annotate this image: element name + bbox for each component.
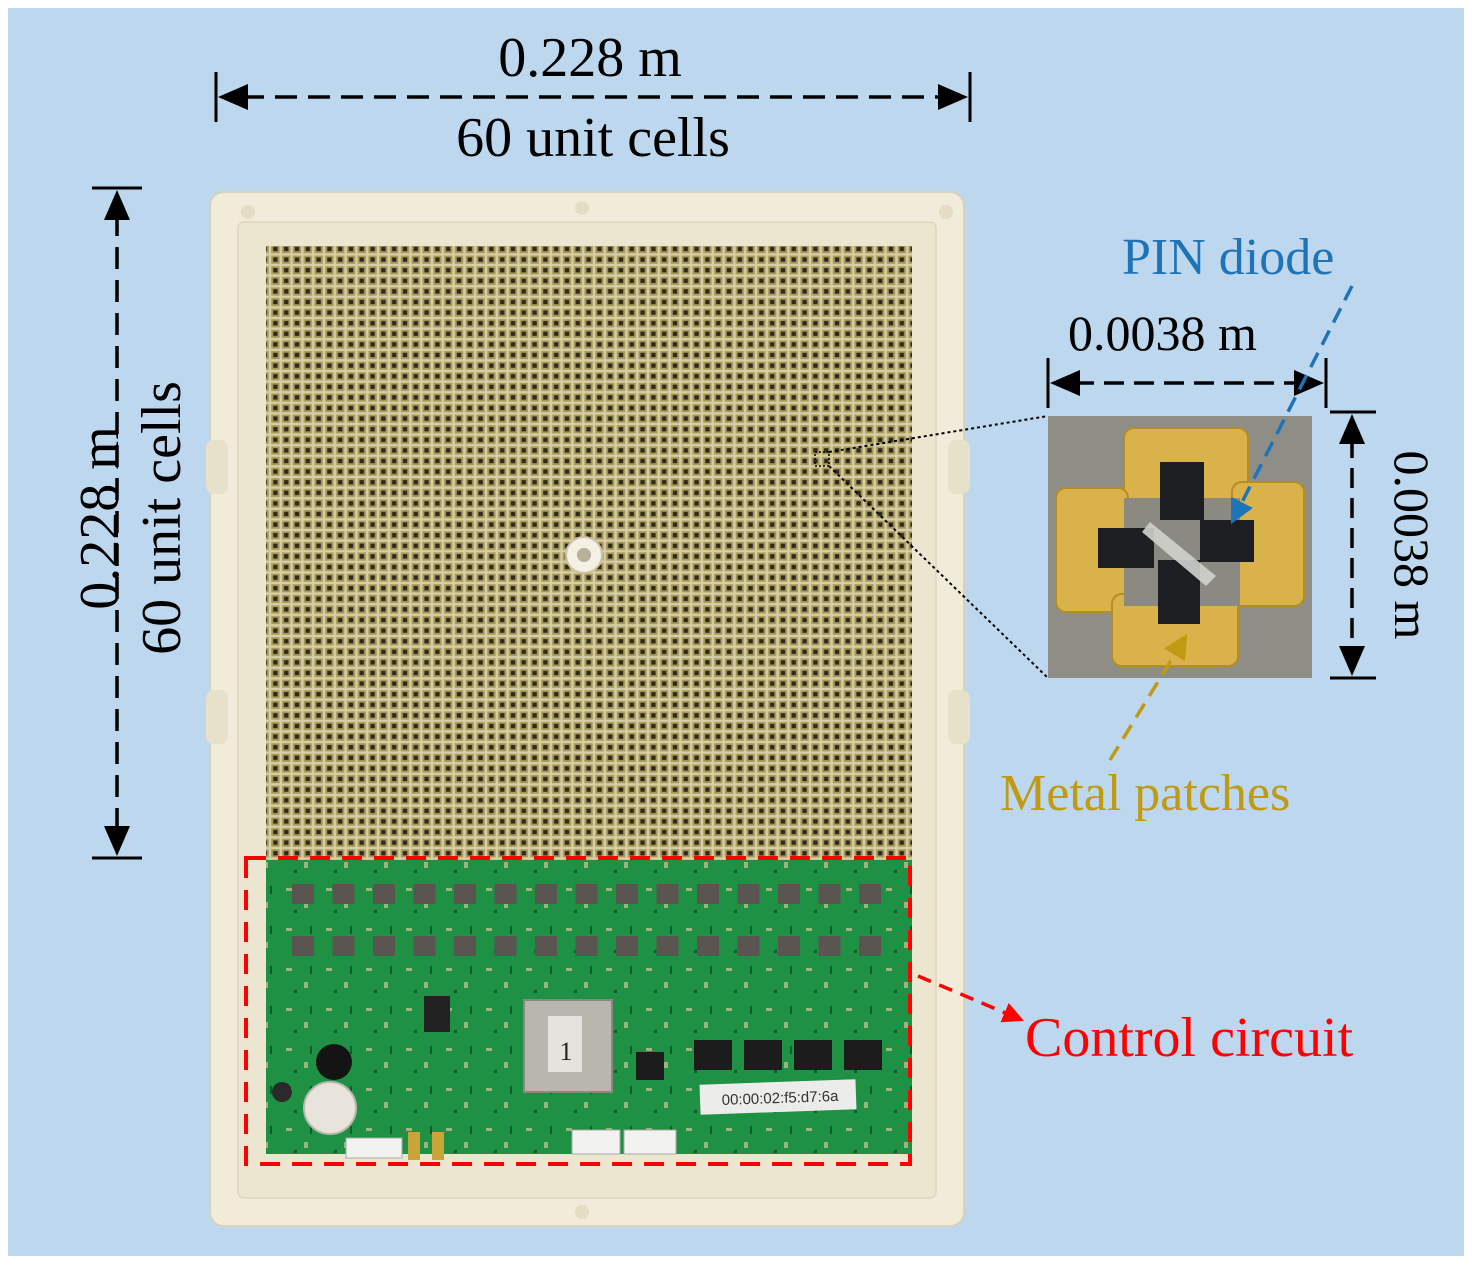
driver-ic-3 xyxy=(794,1040,832,1070)
inductor xyxy=(697,884,719,904)
driver-ic-1 xyxy=(694,1040,732,1070)
pin-header xyxy=(424,996,450,1032)
inductor xyxy=(737,884,760,904)
pin-diode-left xyxy=(1098,528,1154,568)
inductor xyxy=(616,936,638,956)
inductor xyxy=(818,884,841,904)
control-circuit-label: Control circuit xyxy=(1025,1007,1354,1069)
left-dimension-marker xyxy=(92,186,142,860)
connector-2 xyxy=(571,1129,621,1155)
capacitor xyxy=(316,1044,352,1080)
inductor xyxy=(292,884,314,904)
metal-patches-label: Metal patches xyxy=(1000,765,1291,822)
inductor xyxy=(292,936,314,956)
top-dimension-marker xyxy=(214,72,972,122)
zoom-height-marker xyxy=(1330,410,1376,680)
inductor xyxy=(454,936,476,956)
inductor xyxy=(859,936,881,956)
zoom-height-label: 0.0038 m xyxy=(1384,450,1440,640)
left-cells-label: 60 unit cells xyxy=(131,381,193,655)
metasurface-array xyxy=(266,246,912,860)
top-dimension-label: 0.228 m xyxy=(498,27,682,89)
mcu-chip xyxy=(636,1052,664,1080)
inductor xyxy=(494,884,517,904)
inductor xyxy=(575,936,598,956)
inductor xyxy=(575,884,598,904)
left-dimension-label: 0.228 m xyxy=(69,426,131,610)
inductor xyxy=(778,936,800,956)
inductor xyxy=(535,936,557,956)
inductor xyxy=(535,884,557,904)
connector-1 xyxy=(345,1137,403,1159)
inductor xyxy=(859,884,881,904)
inductor xyxy=(818,936,841,956)
inductor xyxy=(373,936,395,956)
pin-diode-arrow xyxy=(1230,285,1354,525)
control-circuit-board: 1 00:00:02:f5:d7:6a xyxy=(266,860,912,1160)
pin-diode-right xyxy=(1200,520,1254,562)
sticker-text: 00:00:02:f5:d7:6a xyxy=(721,1088,839,1109)
inductor xyxy=(778,884,800,904)
inductor xyxy=(616,884,638,904)
inductor xyxy=(373,884,395,904)
capacitor-large xyxy=(303,1081,357,1135)
control-circuit-highlight xyxy=(244,856,912,1166)
inductor xyxy=(656,884,679,904)
zoom-line-top xyxy=(828,415,1049,453)
top-cells-label: 60 unit cells xyxy=(456,107,730,169)
unit-cell-zoom xyxy=(1048,416,1312,678)
zoom-width-label: 0.0038 m xyxy=(1068,305,1257,361)
sma-connector-1 xyxy=(408,1132,420,1160)
driver-ic-4 xyxy=(844,1040,882,1070)
connector-3 xyxy=(623,1129,677,1155)
inductor-array xyxy=(292,884,881,956)
control-circuit-arrow xyxy=(917,974,1024,1023)
inductor xyxy=(454,884,476,904)
inductor xyxy=(332,936,355,956)
inductor xyxy=(494,936,517,956)
zoom-source-marker xyxy=(814,451,830,467)
sma-connector-2 xyxy=(432,1132,444,1160)
pin-diode-label: PIN diode xyxy=(1122,229,1335,286)
driver-ic-2 xyxy=(744,1040,782,1070)
inductor xyxy=(656,936,679,956)
inductor xyxy=(332,884,355,904)
zoom-line-bottom xyxy=(828,465,1049,679)
pin-diode-top xyxy=(1160,462,1204,520)
inductor xyxy=(737,936,760,956)
inductor xyxy=(413,936,436,956)
zoom-width-marker xyxy=(1046,358,1328,408)
chip-marking: 1 xyxy=(560,1037,573,1066)
inductor xyxy=(697,936,719,956)
inductor xyxy=(413,884,436,904)
mac-sticker xyxy=(699,1079,857,1115)
